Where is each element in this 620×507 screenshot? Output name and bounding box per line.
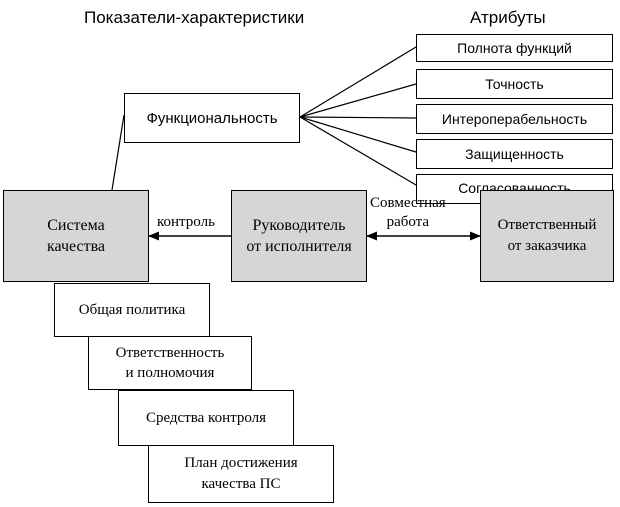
stack-box-control-means: Средства контроля <box>118 390 294 446</box>
quality-system-box: Система качества <box>3 190 149 282</box>
heading-indicators: Показатели-характеристики <box>84 8 305 27</box>
edge-label-control: контроль <box>157 214 215 230</box>
attribute-box-3: Интероперабельность <box>416 104 613 134</box>
link-functionality-quality <box>111 114 125 191</box>
stack-box-responsibility: Ответственность и полномочия <box>88 336 252 390</box>
attribute-box-4: Защищенность <box>416 139 613 169</box>
customer-responsible-box: Ответственный от заказчика <box>480 190 614 282</box>
heading-attributes: Атрибуты <box>470 8 546 27</box>
performer-manager-box: Руководитель от исполнителя <box>231 190 367 282</box>
stack-box-policy: Общая политика <box>54 283 210 337</box>
stack-box-quality-plan: План достижения качества ПС <box>148 445 334 503</box>
fan-line-1 <box>299 46 417 118</box>
fan-line-2 <box>299 83 417 118</box>
edge-label-joint-work: Совместная работа <box>370 195 446 230</box>
attribute-box-1: Полнота функций <box>416 34 613 62</box>
attribute-box-2: Точность <box>416 69 613 99</box>
characteristic-box: Функциональность <box>124 93 300 143</box>
fan-line-5 <box>299 116 417 186</box>
fan-line-4 <box>299 116 417 153</box>
fan-line-3 <box>299 116 417 119</box>
